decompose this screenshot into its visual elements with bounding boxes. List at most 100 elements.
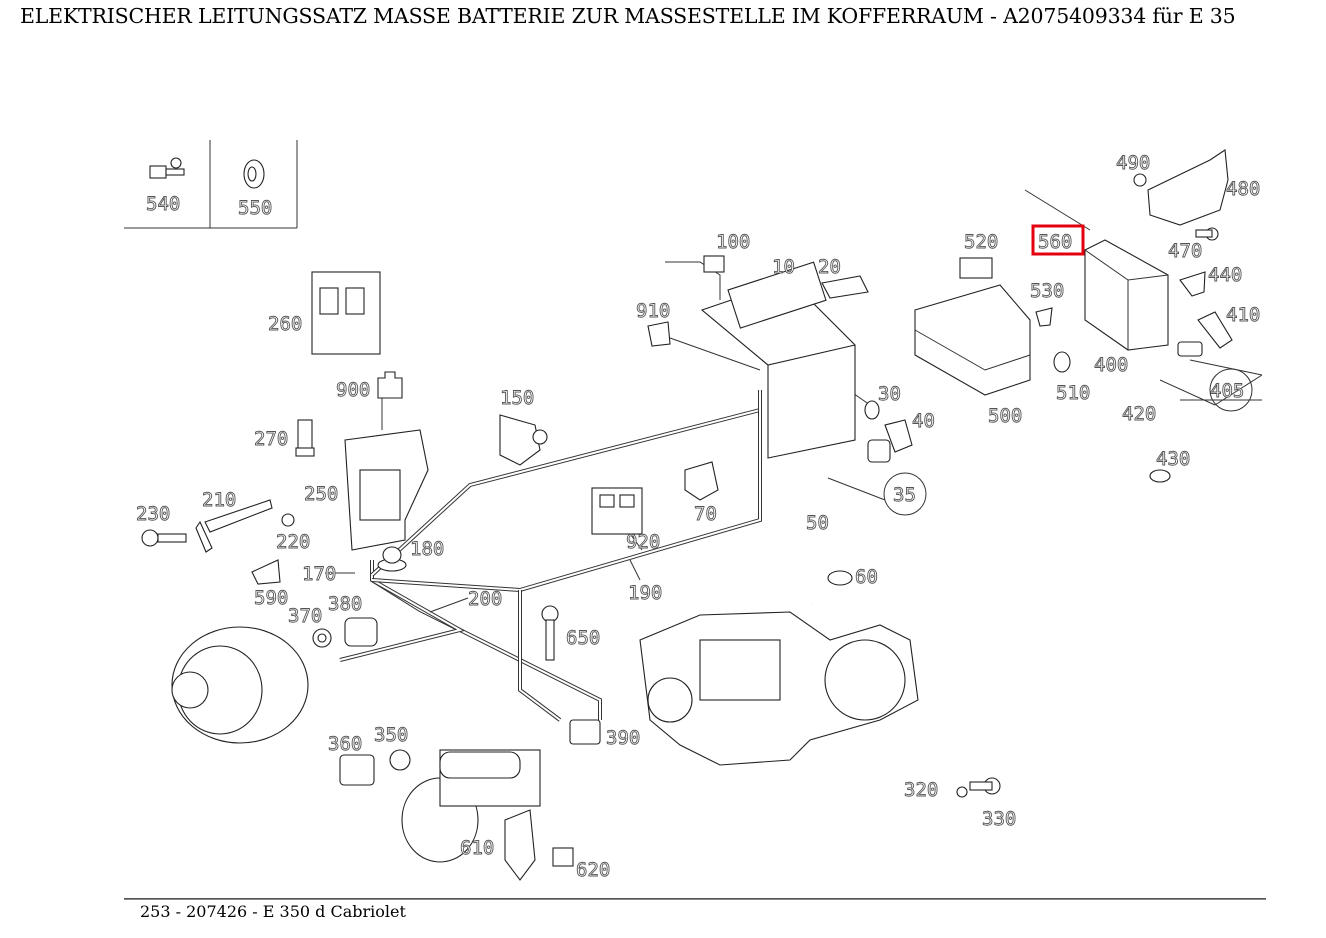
part-label-180[interactable]: 180 — [410, 538, 445, 561]
part-label-390[interactable]: 390 — [606, 727, 641, 750]
page-title: ELEKTRISCHER LEITUNGSSATZ MASSE BATTERIE… — [20, 4, 1236, 28]
part-500-battery-tray — [914, 284, 1031, 396]
part-label-150[interactable]: 150 — [500, 387, 535, 410]
part-label-470[interactable]: 470 — [1168, 240, 1203, 263]
part-180-grommet — [377, 546, 407, 572]
part-610-bracket — [504, 809, 536, 881]
part-70-bracket — [684, 461, 719, 501]
part-label-410[interactable]: 410 — [1226, 304, 1261, 327]
part-label-480[interactable]: 480 — [1226, 178, 1261, 201]
part-label-70[interactable]: 70 — [694, 503, 718, 526]
part-label-360[interactable]: 360 — [328, 733, 363, 756]
part-label-40[interactable]: 40 — [912, 410, 936, 433]
part-220-nut — [281, 513, 295, 527]
part-label-350[interactable]: 350 — [374, 724, 409, 747]
part-labels: 540 550 260 900 270 250 150 230 210 220 … — [136, 152, 1261, 882]
part-label-10[interactable]: 10 — [772, 256, 796, 279]
highlight-box-560[interactable] — [1031, 224, 1085, 256]
part-650-bolt — [541, 605, 559, 661]
part-label-260[interactable]: 260 — [268, 313, 303, 336]
part-label-490[interactable]: 490 — [1116, 152, 1151, 175]
nut-icon — [243, 159, 265, 189]
part-label-440[interactable]: 440 — [1208, 264, 1243, 287]
part-label-320[interactable]: 320 — [904, 779, 939, 802]
part-330-bolt — [969, 777, 1001, 795]
part-100-cable — [665, 255, 725, 300]
part-150-sensor — [499, 414, 548, 466]
part-480-bracket — [1147, 149, 1229, 226]
part-60-grommet — [827, 570, 853, 586]
part-50-hose — [786, 459, 863, 606]
part-label-510[interactable]: 510 — [1056, 382, 1091, 405]
part-label-400[interactable]: 400 — [1094, 354, 1129, 377]
part-510-nut — [1053, 351, 1071, 373]
part-490-clip — [1133, 173, 1147, 187]
part-label-620[interactable]: 620 — [576, 859, 611, 882]
part-label-190[interactable]: 190 — [628, 582, 663, 605]
part-label-200[interactable]: 200 — [468, 588, 503, 611]
part-label-500[interactable]: 500 — [988, 405, 1023, 428]
part-430-grommet — [1149, 469, 1171, 483]
part-20-cover — [821, 275, 869, 299]
part-label-540[interactable]: 540 — [146, 193, 181, 216]
part-label-560[interactable]: 560 — [1038, 231, 1073, 254]
part-910-label — [647, 321, 671, 347]
part-590-bracket — [251, 559, 281, 585]
part-label-550[interactable]: 550 — [238, 197, 273, 220]
part-390-connector — [569, 719, 601, 745]
part-label-520[interactable]: 520 — [964, 231, 999, 254]
part-30-cap — [864, 400, 880, 420]
part-label-270[interactable]: 270 — [254, 428, 289, 451]
part-label-35[interactable]: 35 — [893, 484, 917, 507]
part-40-elbow — [867, 419, 913, 463]
part-label-910[interactable]: 910 — [636, 300, 671, 323]
fastener-inset-table — [124, 140, 298, 229]
part-320-ground-cable — [829, 746, 968, 798]
part-engine-transmission — [639, 611, 919, 766]
part-350-nut — [389, 749, 411, 771]
part-label-330[interactable]: 330 — [982, 808, 1017, 831]
bolt-icon — [149, 157, 185, 179]
part-250-control-module — [344, 429, 429, 551]
leader-lines — [325, 189, 1263, 613]
part-label-370[interactable]: 370 — [288, 605, 323, 628]
part-label-230[interactable]: 230 — [136, 503, 171, 526]
part-label-530[interactable]: 530 — [1030, 280, 1065, 303]
part-405-callout — [1209, 368, 1253, 412]
part-label-590[interactable]: 590 — [254, 587, 289, 610]
part-470-bolt — [1195, 227, 1219, 241]
part-label-170[interactable]: 170 — [302, 563, 337, 586]
part-label-20[interactable]: 20 — [818, 256, 842, 279]
footer-caption: 253 - 207426 - E 350 d Cabriolet — [140, 902, 406, 921]
part-label-60[interactable]: 60 — [855, 566, 879, 589]
part-label-380[interactable]: 380 — [328, 593, 363, 616]
part-380-connector — [344, 617, 378, 647]
part-420-hose — [1106, 341, 1203, 496]
part-920-relay-bracket — [591, 487, 643, 535]
part-label-610[interactable]: 610 — [460, 837, 495, 860]
part-starter-motor — [401, 749, 541, 863]
part-label-30[interactable]: 30 — [878, 383, 902, 406]
part-label-920[interactable]: 920 — [626, 531, 661, 554]
part-label-900[interactable]: 900 — [336, 379, 371, 402]
part-label-650[interactable]: 650 — [566, 627, 601, 650]
part-alternator — [171, 626, 309, 744]
part-label-430[interactable]: 430 — [1156, 448, 1191, 471]
part-620-clip — [552, 847, 574, 867]
part-label-50[interactable]: 50 — [806, 512, 830, 535]
part-label-220[interactable]: 220 — [276, 531, 311, 554]
part-410-elbow — [1197, 311, 1233, 349]
part-label-100[interactable]: 100 — [716, 231, 751, 254]
part-440-clip — [1179, 271, 1206, 297]
part-400-battery — [1084, 239, 1169, 351]
part-230-bolt — [141, 529, 187, 547]
part-label-420[interactable]: 420 — [1122, 403, 1157, 426]
part-label-250[interactable]: 250 — [304, 483, 339, 506]
part-520-pad — [959, 257, 993, 279]
part-370-nut — [312, 628, 332, 648]
part-530-cap — [1035, 307, 1053, 327]
part-900-clip — [377, 371, 403, 399]
part-label-405[interactable]: 405 — [1210, 380, 1245, 403]
part-label-210[interactable]: 210 — [202, 489, 237, 512]
